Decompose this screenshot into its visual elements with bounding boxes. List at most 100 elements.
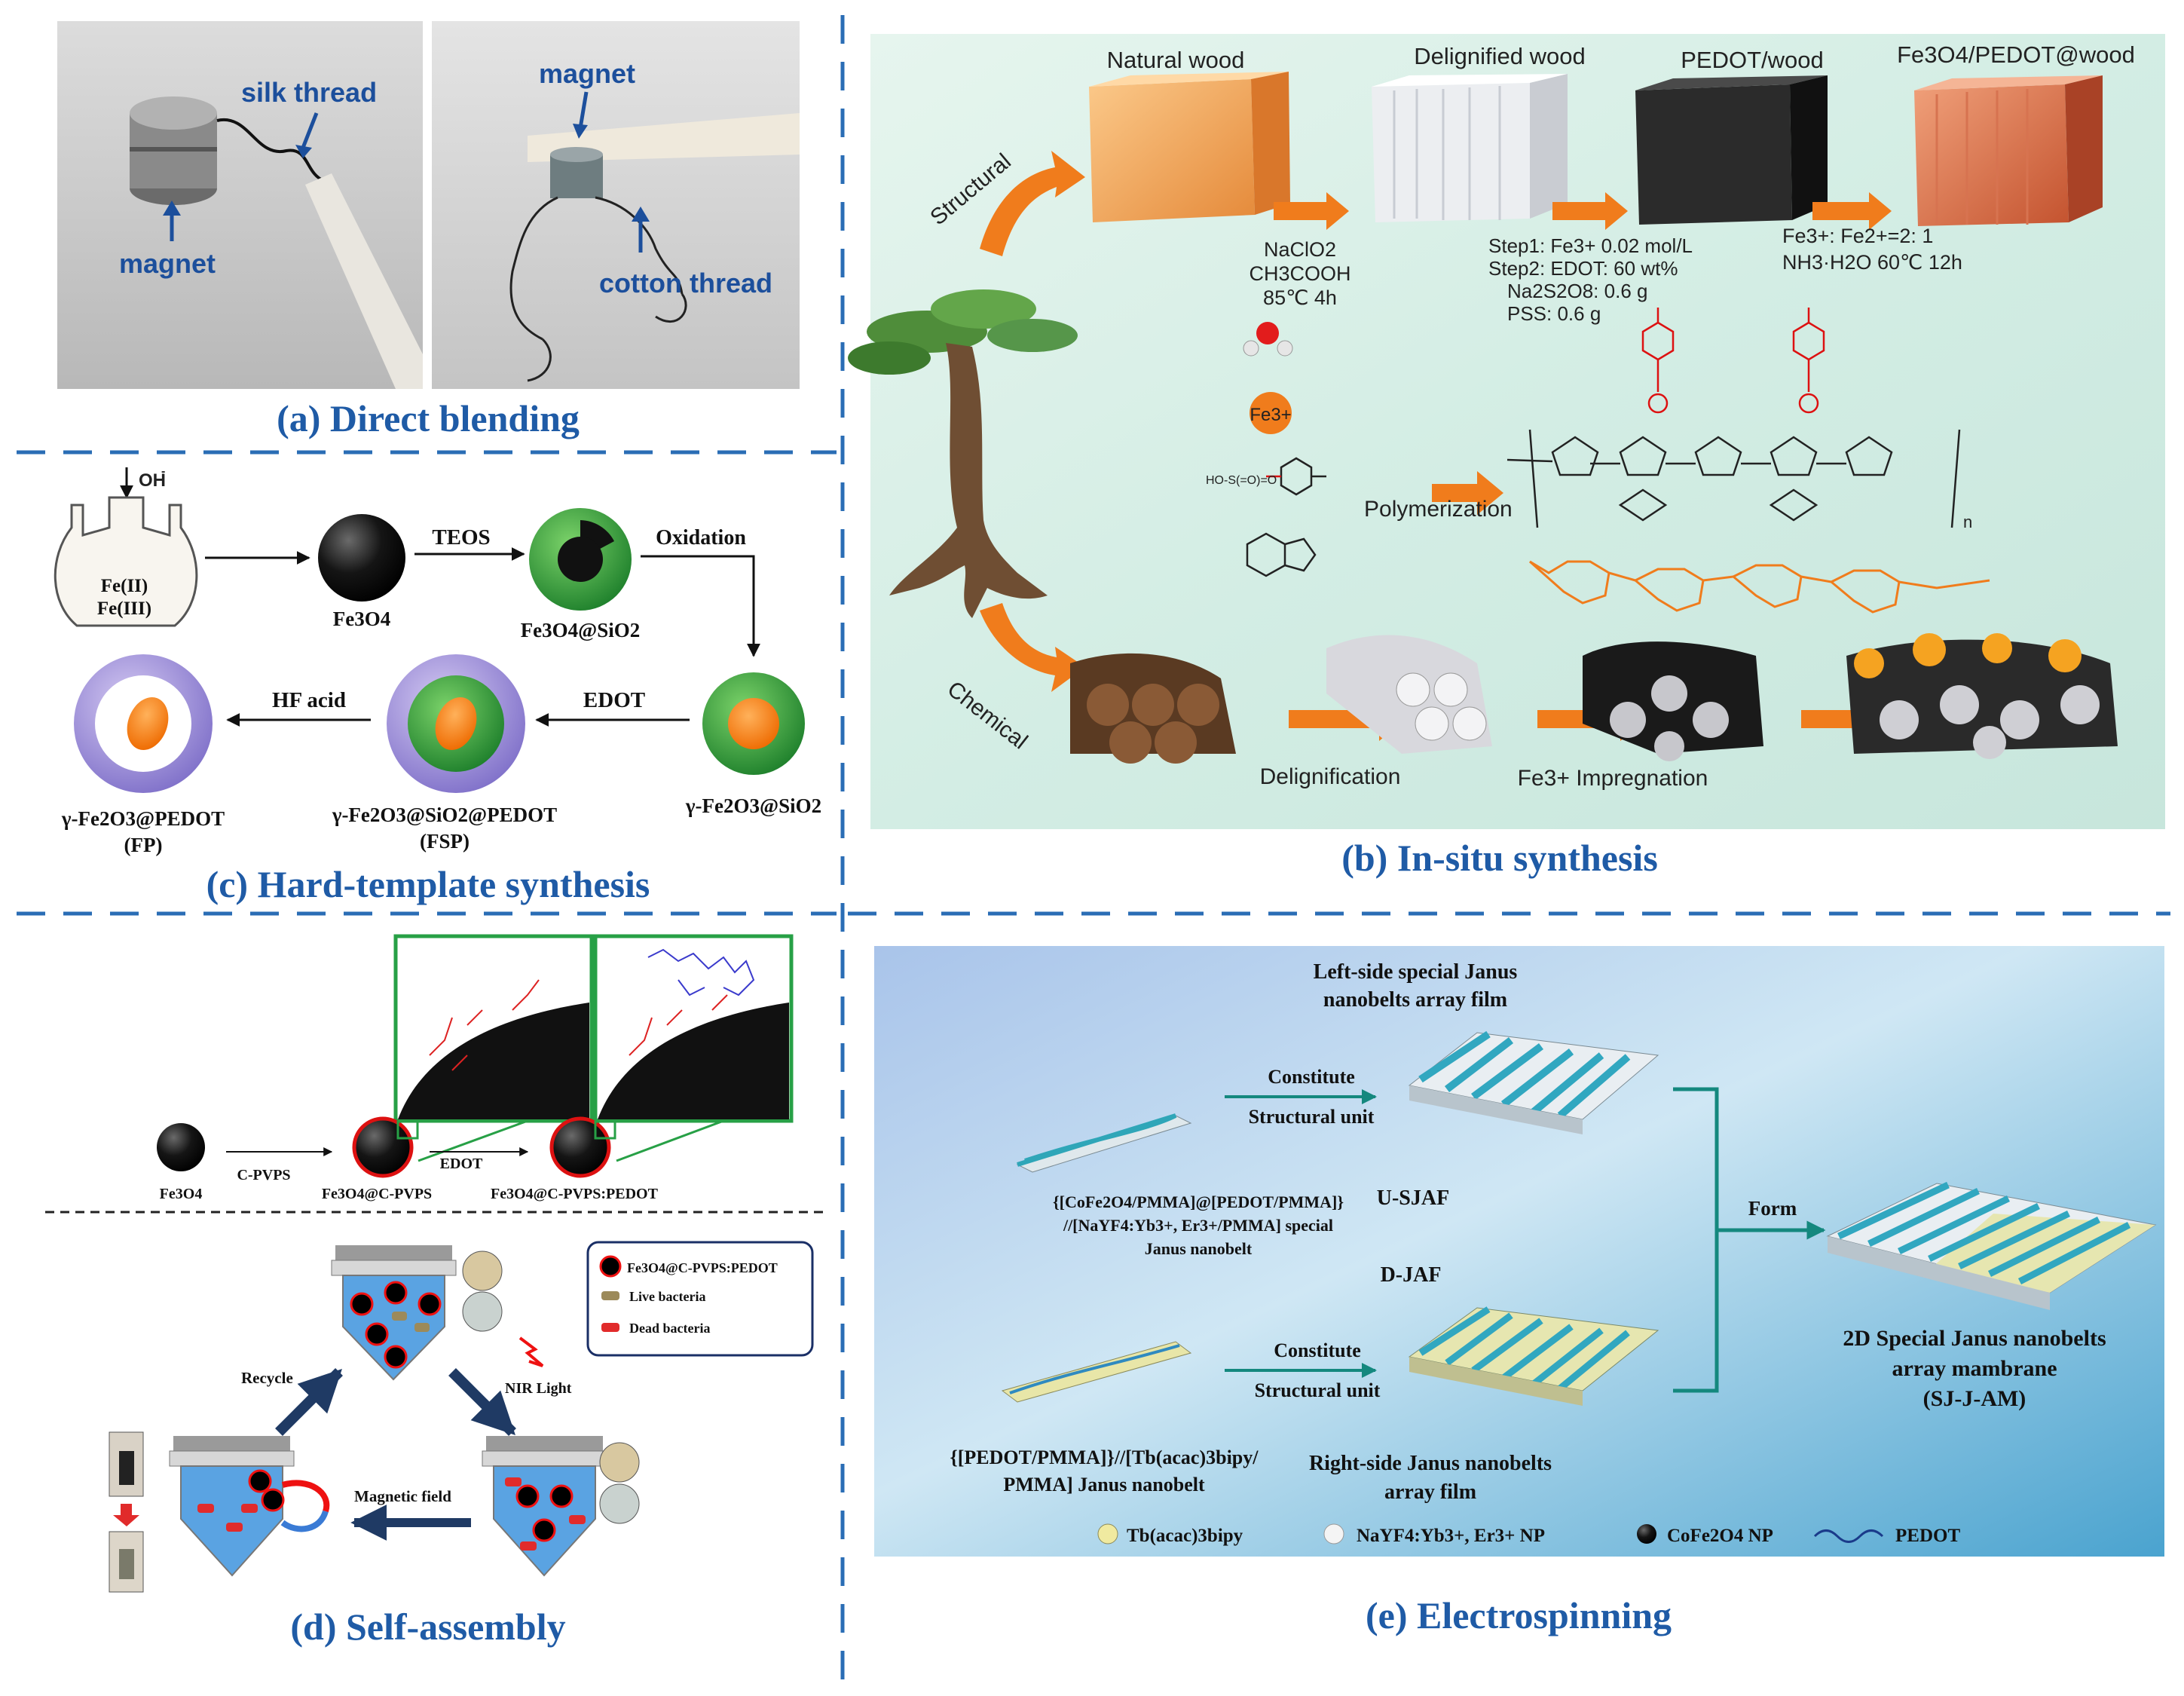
delignification-label: Delignification [1260,764,1401,789]
delignified-fibers [1326,635,1492,754]
cond2-line4: PSS: 0.6 g [1507,302,1601,325]
merge-bracket [1673,1087,1719,1393]
cond3-line1: Fe3+: Fe2+=2: 1 [1782,225,1933,247]
zoom-line-4 [616,1119,724,1162]
silk-thread [216,118,325,182]
d-legend-1: Fe3O4@C-PVPS:PEDOT [627,1260,778,1275]
teos-label: TEOS [432,525,490,550]
tube-top [331,1245,457,1381]
nanobelt-1 [1016,1113,1192,1173]
polymerization-label: Polymerization [1364,497,1513,522]
sj-j-am-membrane [1826,1181,2157,1310]
right-film-title-1: Right-side Janus nanobelts [1309,1452,1552,1475]
magnet-stack [130,96,217,205]
pedot-wood-block [1635,75,1828,225]
fe3-label: Fe3+ [1250,405,1291,425]
vial-arrow [113,1504,139,1526]
left-film-title-1: Left-side special Janus [1314,960,1518,984]
nir-label: NIR Light [505,1380,572,1397]
d-label-fe3o4: Fe3O4 [160,1186,203,1202]
panel-d: Fe3O4 C-PVPS Fe3O4@C-PVPS EDOT Fe3O4@C-P… [45,934,829,1648]
gamma-sio2-particle [702,672,805,775]
fe3-ion [1250,392,1292,434]
impregnated-fibers [1583,641,1763,761]
tosylate-molecule: HO-S(=O)=O [1206,457,1326,496]
vial-2-liquid [119,1549,134,1579]
impregnation-label: Fe3+ Impregnation [1518,766,1708,791]
hf-label: HF acid [272,688,346,712]
photo-left [57,21,423,389]
gamma-sio2-label: γ-Fe2O3@SiO2 [685,794,821,817]
panel-b: Natural wood Delignified wood PEDOT/wood… [848,34,2165,879]
panel-c: OH - Fe(II) Fe(III) Fe3O4 TEOS Fe3O4@SiO… [54,465,821,905]
d-jaf-label: D-JAF [1381,1263,1442,1287]
result-line1: 2D Special Janus nanobelts [1843,1326,2106,1351]
form-label: Form [1748,1197,1797,1220]
recycle-label: Recycle [241,1369,293,1387]
stage-delignified: Delignified wood [1414,43,1585,69]
u-sjaf-film [1408,1030,1659,1134]
stage-pedot: PEDOT/wood [1681,47,1824,73]
caption-c: (c) Hard-template synthesis [206,863,650,905]
constitute-2: Constitute [1274,1339,1361,1361]
stage-natural: Natural wood [1107,47,1245,73]
fe3o4-sio2-label: Fe3O4@SiO2 [521,619,641,641]
cond2-line1: Step1: Fe3+ 0.02 mol/L [1488,234,1693,257]
oh-label: OH [139,470,166,491]
panel-a: silk thread magnet magnet cotton thread … [57,21,800,439]
subscript-n: n [1963,513,1972,531]
d-fe3o4-particle [157,1123,205,1171]
legend-cofe-icon [1637,1524,1656,1544]
nanobelt-2 [1001,1341,1192,1403]
cotton-arrow-head [632,207,650,222]
cond3-line2: NH3·H2O 60℃ 12h [1782,251,1962,274]
d-label-edot: EDOT [440,1156,483,1172]
d-legend-3: Dead bacteria [629,1321,710,1336]
chemical-arrow [980,603,1085,692]
plate-right-2 [599,1483,640,1524]
edot-molecule [1246,532,1317,577]
cond2-line2: Step2: EDOT: 60 wt% [1488,257,1678,280]
zoom-marker-2 [594,1120,616,1140]
structural-unit-1: Structural unit [1249,1106,1375,1128]
magnet-label-left: magnet [119,248,216,279]
zoom-line-2 [418,1119,528,1162]
magnetic-label: Magnetic field [354,1487,451,1505]
right-film-title-2: array film [1384,1480,1476,1504]
magnet-arrow-left-head [163,201,181,216]
vial-1-liquid [119,1451,134,1485]
flask-fe2: Fe(II) [101,576,148,596]
zoom-box-pedot [593,934,794,1123]
fp-label-2: (FP) [124,834,163,856]
d-label-cpvps: C-PVPS [237,1167,290,1183]
oxidation-label: Oxidation [656,526,746,550]
nanobelt1-line1: {[CoFe2O4/PMMA]@[PEDOT/PMMA]} [1053,1192,1344,1211]
d-legend [586,1241,814,1357]
fp-label-1: γ-Fe2O3@PEDOT [61,807,225,830]
caption-a: (a) Direct blending [277,397,580,439]
svg-text:HO-S(=O)=O: HO-S(=O)=O [1206,474,1277,487]
cotton-thread-label: cotton thread [599,268,772,298]
edot-label: EDOT [583,688,645,712]
legend-nayf-icon [1323,1523,1344,1544]
fp-particle [74,654,213,793]
stage-fe3o4-pedot: Fe3O4/PEDOT@wood [1897,41,2135,68]
fsp-label-1: γ-Fe2O3@SiO2@PEDOT [332,804,557,826]
u-sjaf-label: U-SJAF [1377,1186,1449,1210]
pedot-polymer-structure [1506,429,1961,528]
fsp-label-2: (FSP) [420,830,470,853]
water-molecule [1243,322,1293,357]
nanobelt1-line2: //[NaYF4:Yb3+, Er3+/PMMA] special [1063,1216,1333,1235]
plate-top-2 [462,1291,503,1332]
cond1-line2: CH3COOH [1249,262,1350,285]
legend-pedot: PEDOT [1895,1526,1960,1546]
arrow-oxidation [641,555,760,657]
plate-right-1 [599,1442,640,1483]
delignified-wood-block [1372,74,1568,222]
final-fibers [1846,633,2118,759]
panel-e: Left-side special Janus nanobelts array … [874,946,2164,1636]
d-cpvps-particle [352,1116,414,1178]
cond1-line3: 85℃ 4h [1263,286,1337,309]
